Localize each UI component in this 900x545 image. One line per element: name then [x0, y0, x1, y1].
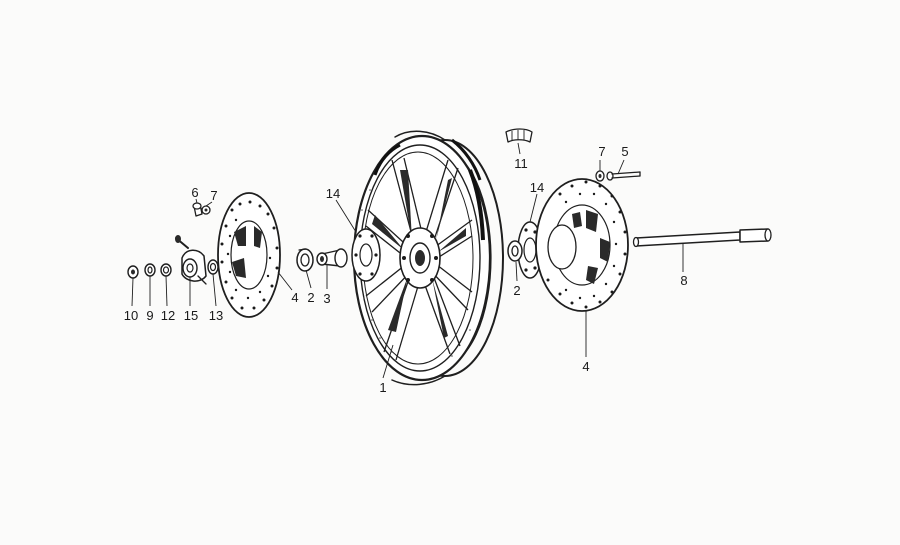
brake-disc-right: [535, 178, 629, 312]
washer-part-7-right: [595, 170, 605, 182]
spacer-part-3: [316, 248, 348, 268]
callout-14-right: 14: [530, 180, 544, 195]
sensor-drive-part-15: [175, 235, 207, 285]
callout-3: 3: [323, 291, 330, 306]
callout-10: 10: [124, 308, 138, 323]
callout-13: 13: [209, 308, 223, 323]
bearing-part-2-right: [507, 240, 523, 262]
ring-part-12: [160, 263, 172, 277]
wheel-rim: [351, 130, 504, 386]
screw-part-6: [192, 202, 203, 217]
callout-12: 12: [161, 308, 175, 323]
bolt-part-5: [606, 171, 641, 181]
callout-7-right: 7: [598, 144, 605, 159]
callout-11: 11: [514, 156, 528, 171]
callout-2-left: 2: [307, 290, 314, 305]
bearing-part-2-left: [296, 248, 314, 272]
callout-8: 8: [680, 273, 687, 288]
callout-1: 1: [379, 380, 386, 395]
callout-6: 6: [191, 185, 198, 200]
callout-4-left: 4: [291, 290, 298, 305]
callout-5: 5: [621, 144, 628, 159]
callout-15: 15: [184, 308, 198, 323]
leader-lines: [131, 142, 684, 379]
callout-4-right: 4: [582, 359, 589, 374]
segment-part-11: [505, 128, 533, 143]
callout-9: 9: [146, 308, 153, 323]
washer-part-9: [144, 263, 156, 277]
callout-labels: 1 2 2 3 4 4 5 6 7 7 8 9 10 11 12 13 14 1…: [124, 144, 688, 395]
callout-7-left: 7: [210, 188, 217, 203]
seal-part-13: [207, 259, 219, 275]
callout-2-right: 2: [513, 283, 520, 298]
brake-disc-left: [217, 192, 281, 318]
washer-part-7-left: [201, 205, 211, 215]
callout-14-left: 14: [326, 186, 340, 201]
axle-part-8: [632, 228, 772, 248]
nut-part-10: [127, 265, 139, 279]
